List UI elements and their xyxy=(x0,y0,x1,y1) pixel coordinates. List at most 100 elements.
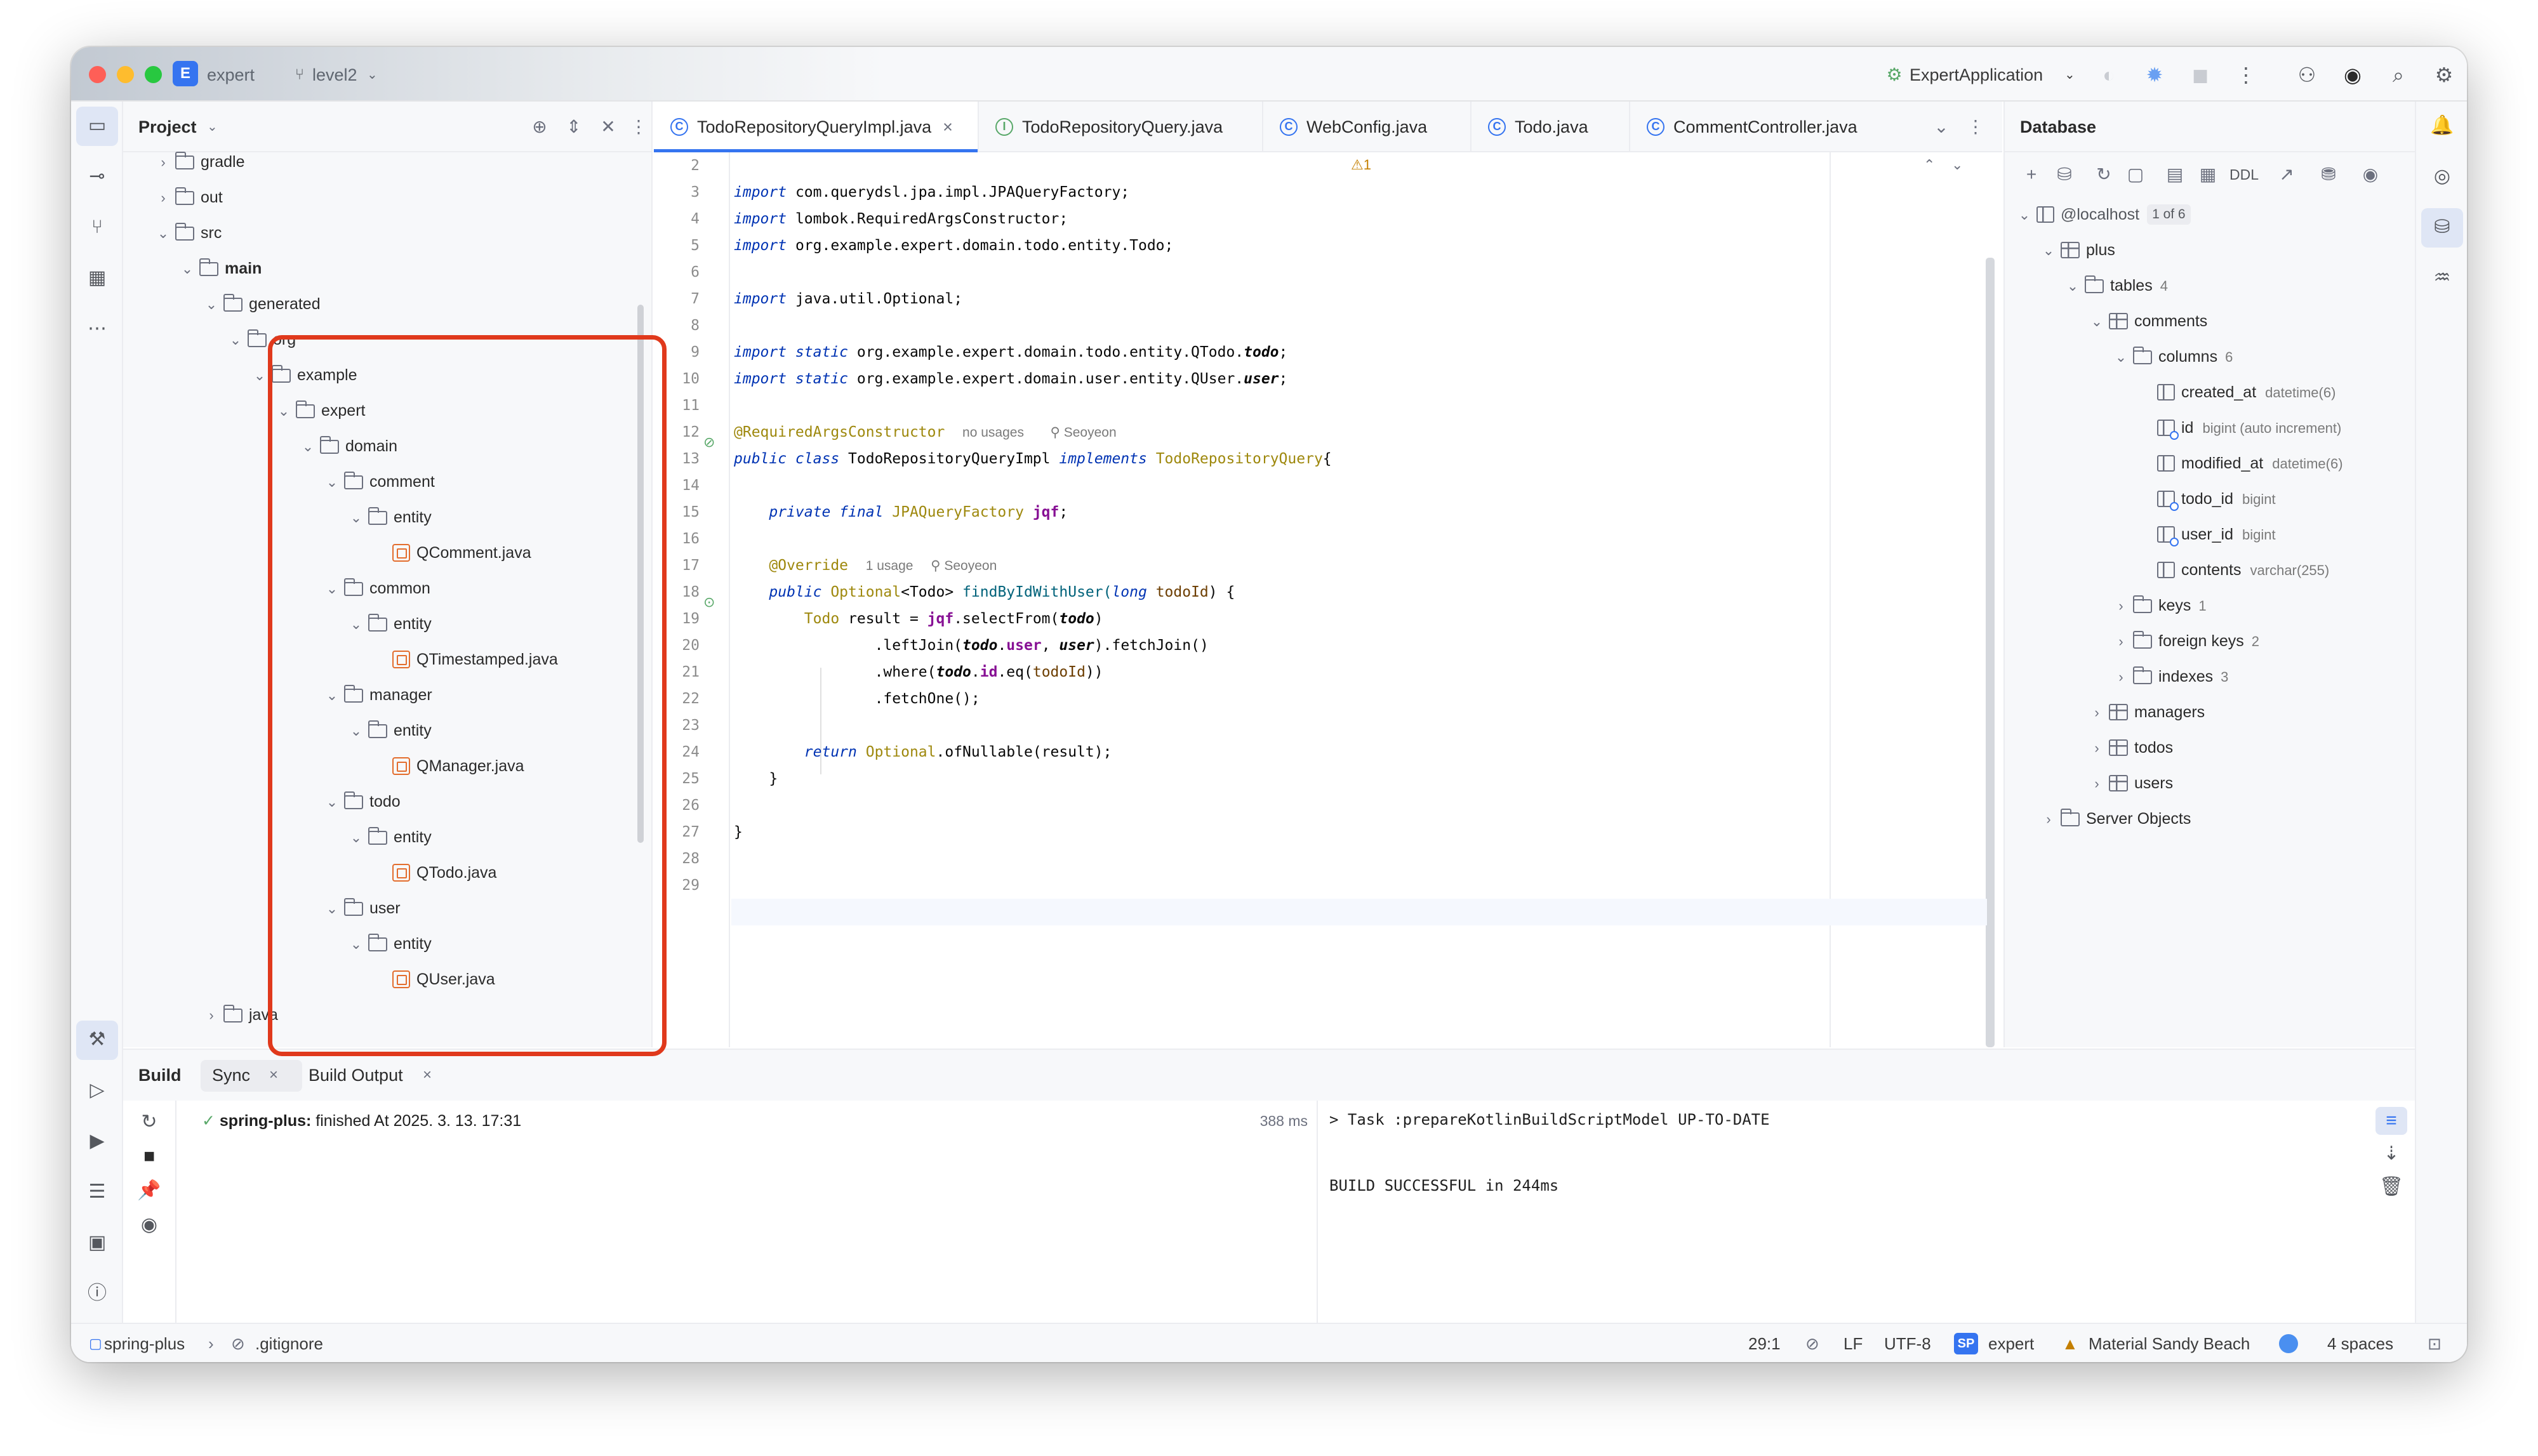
tree-folder[interactable]: ⌄common xyxy=(324,571,430,606)
tree-file[interactable]: QTimestamped.java xyxy=(372,642,558,677)
show-icon[interactable]: ◉ xyxy=(140,1214,158,1235)
line-number[interactable]: 26 xyxy=(682,797,700,814)
close-build-output-icon[interactable]: × xyxy=(423,1066,432,1083)
tree-folder[interactable]: ⌄user xyxy=(324,890,401,926)
line-number[interactable]: 6 xyxy=(691,264,700,281)
chevron-right-icon[interactable]: › xyxy=(161,190,166,206)
chevron-right-icon[interactable]: › xyxy=(2094,776,2099,791)
add-user-icon[interactable]: ⚇ xyxy=(2297,63,2316,86)
chevron-down-icon[interactable]: ⌄ xyxy=(253,367,266,383)
chevron-right-icon[interactable]: › xyxy=(161,154,166,170)
line-number[interactable]: 12 xyxy=(682,424,700,440)
todo-list-icon[interactable]: ☰ xyxy=(88,1181,106,1202)
project-name[interactable]: expert xyxy=(207,65,255,84)
chevron-down-icon[interactable]: ⌄ xyxy=(326,581,338,597)
commit-icon[interactable]: ⊸ xyxy=(89,166,105,187)
line-number[interactable]: 4 xyxy=(691,211,700,227)
tree-folder[interactable]: ⌄entity xyxy=(348,713,432,748)
line-number[interactable]: 2 xyxy=(691,157,700,174)
implementation-gutter-icon[interactable]: ⊘ xyxy=(703,434,715,450)
db-tree-schema[interactable]: ⌄plus xyxy=(2040,232,2115,268)
db-tree-serverobj[interactable]: ›Server Objects xyxy=(2040,801,2191,837)
scroll-to-end-icon[interactable]: ⇣ xyxy=(2383,1143,2400,1164)
tree-folder[interactable]: ›gradle xyxy=(155,144,245,180)
line-number[interactable]: 19 xyxy=(682,611,700,627)
console-icon[interactable]: ▤ xyxy=(2166,164,2184,184)
tree-folder[interactable]: ⌄comment xyxy=(324,464,435,500)
line-number[interactable]: 10 xyxy=(682,371,700,387)
chevron-down-icon[interactable]: ⌄ xyxy=(2115,349,2127,365)
tree-folder[interactable]: ⌄entity xyxy=(348,819,432,855)
locate-icon[interactable]: ⊕ xyxy=(532,117,547,136)
tree-folder[interactable]: ⌄entity xyxy=(348,926,432,962)
db-badge[interactable]: 1 of 6 xyxy=(2147,204,2191,225)
tree-folder[interactable]: ⌄expert xyxy=(276,393,365,428)
indent-setting[interactable]: 4 spaces xyxy=(2327,1334,2394,1353)
database-panel-title[interactable]: Database xyxy=(2020,117,2097,136)
stop-build-icon[interactable]: ■ xyxy=(143,1146,156,1167)
jump-icon[interactable]: ↗ xyxy=(2279,164,2294,184)
line-number[interactable]: 24 xyxy=(682,744,700,760)
settings-icon[interactable]: ⚙ xyxy=(2435,63,2454,86)
tree-folder[interactable]: ⌄entity xyxy=(348,500,432,535)
tree-file[interactable]: QComment.java xyxy=(372,535,531,571)
project-folder-icon[interactable]: ▭ xyxy=(88,115,107,136)
schema-icon[interactable]: ▢ xyxy=(2127,164,2144,184)
tree-file[interactable]: QManager.java xyxy=(372,748,524,784)
tree-folder[interactable]: ⌄generated xyxy=(203,286,321,322)
collapse-all-icon[interactable]: ✕ xyxy=(601,117,616,136)
line-number[interactable]: 21 xyxy=(682,664,700,680)
line-number[interactable]: 8 xyxy=(691,317,700,334)
search-icon[interactable]: ⌕ xyxy=(2393,63,2404,86)
chevron-right-icon[interactable]: › xyxy=(2094,740,2099,756)
line-number[interactable]: 11 xyxy=(682,397,700,414)
db-tree-table[interactable]: ›todos xyxy=(2089,730,2173,765)
chevron-down-icon[interactable]: ⌄ xyxy=(350,723,362,739)
chevron-right-icon[interactable]: › xyxy=(209,1007,214,1023)
ai-assistant-icon[interactable]: ◎ xyxy=(2433,166,2451,187)
zoom-window-button[interactable] xyxy=(145,66,162,83)
line-number[interactable]: 16 xyxy=(682,531,700,547)
tree-folder[interactable]: ⌄src xyxy=(155,215,222,251)
branch-name[interactable]: level2 xyxy=(312,65,357,84)
line-number[interactable]: 25 xyxy=(682,771,700,787)
chevron-down-icon[interactable]: ⌄ xyxy=(350,616,362,632)
project-panel-title[interactable]: Project xyxy=(138,117,197,136)
breadcrumb-project[interactable]: spring-plus xyxy=(104,1334,185,1353)
add-icon[interactable]: + xyxy=(2026,164,2037,184)
line-number[interactable]: 20 xyxy=(682,637,700,654)
gradle-icon[interactable]: ♒ xyxy=(2433,267,2451,288)
chevron-down-icon[interactable]: ⌄ xyxy=(326,794,338,810)
chevron-right-icon[interactable]: › xyxy=(2118,598,2123,614)
expand-all-icon[interactable]: ⇕ xyxy=(566,117,581,136)
db-tree-table[interactable]: ›users xyxy=(2089,765,2173,801)
debug-icon[interactable]: ✹ xyxy=(2146,63,2163,86)
panel-options-icon[interactable]: ⋮ xyxy=(630,117,648,136)
copilot-icon[interactable]: ◉ xyxy=(2344,63,2362,86)
sync-result-row[interactable]: ✓ spring-plus: finished At 2025. 3. 13. … xyxy=(202,1108,521,1134)
build-hammer-icon[interactable]: ⚒ xyxy=(88,1029,106,1050)
ddl-button[interactable]: DDL xyxy=(2229,166,2259,183)
tree-folder[interactable]: ⌄domain xyxy=(300,428,397,464)
pull-requests-icon[interactable]: ⑂ xyxy=(91,216,103,237)
caret-position[interactable]: 29:1 xyxy=(1748,1334,1781,1353)
chevron-down-icon[interactable]: ⌄ xyxy=(326,474,338,490)
close-sync-tab-icon[interactable]: × xyxy=(269,1066,279,1083)
usages-hint[interactable]: no usages xyxy=(962,425,1024,440)
theme-name[interactable]: Material Sandy Beach xyxy=(2089,1334,2250,1353)
close-window-button[interactable] xyxy=(89,66,106,83)
build-output-tab[interactable]: Build Output xyxy=(309,1066,403,1085)
chevron-down-icon[interactable]: ⌄ xyxy=(367,68,378,82)
tree-folder[interactable]: ›java xyxy=(203,997,278,1033)
